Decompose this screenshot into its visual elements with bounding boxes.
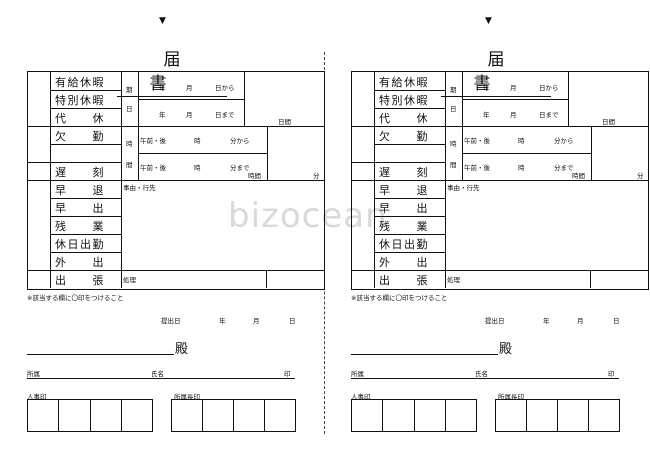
hr-seal-label: 人事印 [27,393,47,401]
processing-label: 処理 [123,276,136,284]
period-from-day: 日から [539,84,559,92]
form-title: 届 書 [441,48,551,97]
dept-head-seal-label: 所属長印 [498,393,524,401]
submit-day: 日 [613,317,620,325]
addressee-suffix: 殿 [175,342,189,357]
dept-head-seal-boxes [495,399,620,432]
time-from-hour: 時 [518,137,525,145]
fold-marker-right: ▼ [485,16,492,26]
time-to-ampm: 午前・後 [464,164,490,172]
reason-8: 早 出 [55,202,105,215]
form-right: 届 書 有給休暇 特別休暇 代 休 欠 勤 遅 刻 早 退 早 出 残 業 [351,0,650,458]
processing-label: 処理 [447,276,460,284]
period-from-month: 月 [510,84,517,92]
period-to-year: 年 [483,111,490,119]
period-label-a: 期 [126,86,133,94]
period-label-b: 日 [450,105,457,113]
time-from-hour: 時 [194,137,201,145]
period-from-year: 年 [483,84,490,92]
time-to-ampm: 午前・後 [140,164,166,172]
submit-month: 月 [253,317,260,325]
hours-unit: 時間 [248,172,261,180]
reason-3: 代 休 [379,112,429,125]
fold-marker-left: ▼ [159,16,166,26]
period-to-year: 年 [159,111,166,119]
submit-day: 日 [289,317,296,325]
period-to-month: 月 [186,111,193,119]
dept-head-seal-label: 所属長印 [174,393,200,401]
reason-10: 休日出勤 [379,238,429,251]
name-label: 氏名 [151,370,164,378]
time-label-b: 間 [126,161,133,169]
period-label-b: 日 [126,105,133,113]
time-label-b: 間 [450,161,457,169]
time-label-a: 時 [450,140,457,148]
purpose-label: 事由・行先 [123,184,156,192]
days-unit: 日間 [602,118,615,126]
time-to-min: 分まで [554,164,574,172]
form-left: 届 書 有給休暇 特別休暇 代 休 欠 勤 遅 刻 早 退 早 出 残 業 [27,0,327,458]
watermark: bizocean [228,196,388,236]
time-from-min: 分から [554,137,574,145]
hr-seal-boxes [27,399,153,432]
time-to-hour: 時 [518,164,525,172]
reason-11: 外 出 [379,256,429,269]
period-to-day: 日まで [215,111,235,119]
reason-4: 欠 勤 [379,130,429,143]
reason-12: 出 張 [379,274,429,287]
hr-seal-label: 人事印 [351,393,371,401]
reason-1: 有給休暇 [55,76,105,89]
period-from-day: 日から [215,84,235,92]
period-to-month: 月 [510,111,517,119]
submit-month: 月 [577,317,584,325]
name-label: 氏名 [475,370,488,378]
period-label-a: 期 [450,86,457,94]
reason-2: 特別休暇 [55,94,105,107]
period-from-month: 月 [186,84,193,92]
reason-3: 代 休 [55,112,105,125]
purpose-label: 事由・行先 [447,184,480,192]
hours-unit: 時間 [572,172,585,180]
period-to-day: 日まで [539,111,559,119]
reason-10: 休日出勤 [55,238,105,251]
time-from-ampm: 午前・後 [464,137,490,145]
time-to-hour: 時 [194,164,201,172]
reason-11: 外 出 [55,256,105,269]
submit-year: 年 [543,317,550,325]
submit-year: 年 [219,317,226,325]
dept-label: 所属 [27,370,40,378]
minutes-unit: 分 [637,172,644,180]
reason-1: 有給休暇 [379,76,429,89]
reason-8: 早 出 [379,202,429,215]
reason-9: 残 業 [379,220,429,233]
days-unit: 日間 [278,118,291,126]
time-label-a: 時 [126,140,133,148]
time-from-ampm: 午前・後 [140,137,166,145]
form-table: 有給休暇 特別休暇 代 休 欠 勤 遅 刻 早 退 早 出 残 業 休日出勤 外… [351,71,649,290]
reason-6: 遅 刻 [55,166,105,179]
reason-12: 出 張 [55,274,105,287]
time-from-min: 分から [230,137,250,145]
reason-7: 早 退 [379,184,429,197]
submit-date-label: 提出日 [161,317,181,325]
reason-7: 早 退 [55,184,105,197]
seal-label: 印 [608,370,615,378]
addressee-suffix: 殿 [499,342,513,357]
period-from-year: 年 [159,84,166,92]
reason-4: 欠 勤 [55,130,105,143]
time-to-min: 分まで [230,164,250,172]
reason-9: 残 業 [55,220,105,233]
form-title: 届 書 [117,48,227,97]
dept-label: 所属 [351,370,364,378]
instruction-note: ※該当する欄に〇印をつけること [351,294,448,302]
minutes-unit: 分 [313,172,320,180]
instruction-note: ※該当する欄に〇印をつけること [27,294,124,302]
hr-seal-boxes [351,399,477,432]
reason-6: 遅 刻 [379,166,429,179]
seal-label: 印 [284,370,291,378]
dept-head-seal-boxes [171,399,296,432]
submit-date-label: 提出日 [485,317,505,325]
form-table: 有給休暇 特別休暇 代 休 欠 勤 遅 刻 早 退 早 出 残 業 休日出勤 外… [27,71,325,290]
reason-2: 特別休暇 [379,94,429,107]
